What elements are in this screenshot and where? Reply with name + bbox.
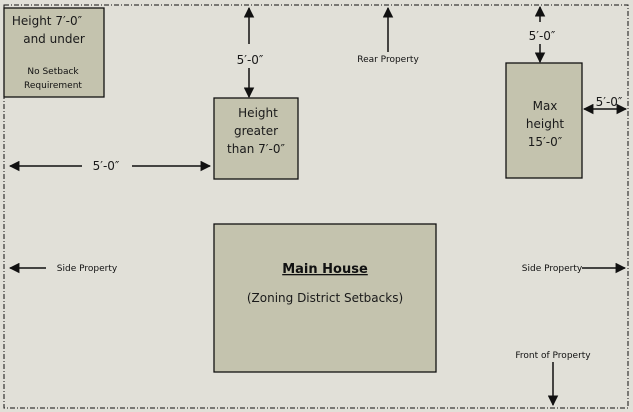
label: and under — [23, 32, 85, 46]
main-house-subtitle: (Zoning District Setbacks) — [247, 291, 403, 305]
label: Rear Property — [357, 55, 419, 65]
tall-rear-setback-dimension: 5′-0″ — [237, 6, 264, 99]
rear-property-label: Rear Property — [357, 6, 419, 65]
tall-side-setback-dimension: 5′-0″ — [8, 159, 212, 173]
accessory-max-structure: Max height 15′-0″ — [505, 62, 583, 179]
label: Height 7′-0″ — [12, 14, 83, 28]
label: Height — [238, 106, 278, 120]
label: Side Property — [57, 264, 118, 274]
label: Max — [533, 99, 558, 113]
dimension-label: 5′-0″ — [596, 95, 623, 109]
side-property-right-label: Side Property — [522, 262, 627, 274]
main-house-title: Main House — [282, 262, 368, 277]
dimension-label: 5′-0″ — [93, 159, 120, 173]
label: 15′-0″ — [528, 135, 563, 149]
label: height — [526, 117, 565, 131]
label: Front of Property — [515, 351, 591, 361]
dimension-label: 5′-0″ — [529, 29, 556, 43]
label: than 7′-0″ — [227, 142, 285, 156]
note: Requirement — [24, 81, 82, 91]
label: greater — [234, 124, 278, 138]
max-rear-setback-dimension: 5′-0″ — [529, 5, 556, 64]
label: Side Property — [522, 264, 583, 274]
max-side-setback-dimension: 5′-0″ — [582, 95, 628, 115]
accessory-small-structure: Height 7′-0″ and under No Setback Requir… — [3, 7, 105, 98]
front-property-label: Front of Property — [515, 351, 591, 407]
side-property-left-label: Side Property — [8, 262, 118, 274]
main-house: Main House (Zoning District Setbacks) — [213, 223, 437, 373]
property-boundary — [3, 4, 629, 409]
dimension-label: 5′-0″ — [237, 53, 264, 67]
accessory-tall-structure: Height greater than 7′-0″ — [213, 97, 299, 180]
note: No Setback — [27, 67, 79, 77]
